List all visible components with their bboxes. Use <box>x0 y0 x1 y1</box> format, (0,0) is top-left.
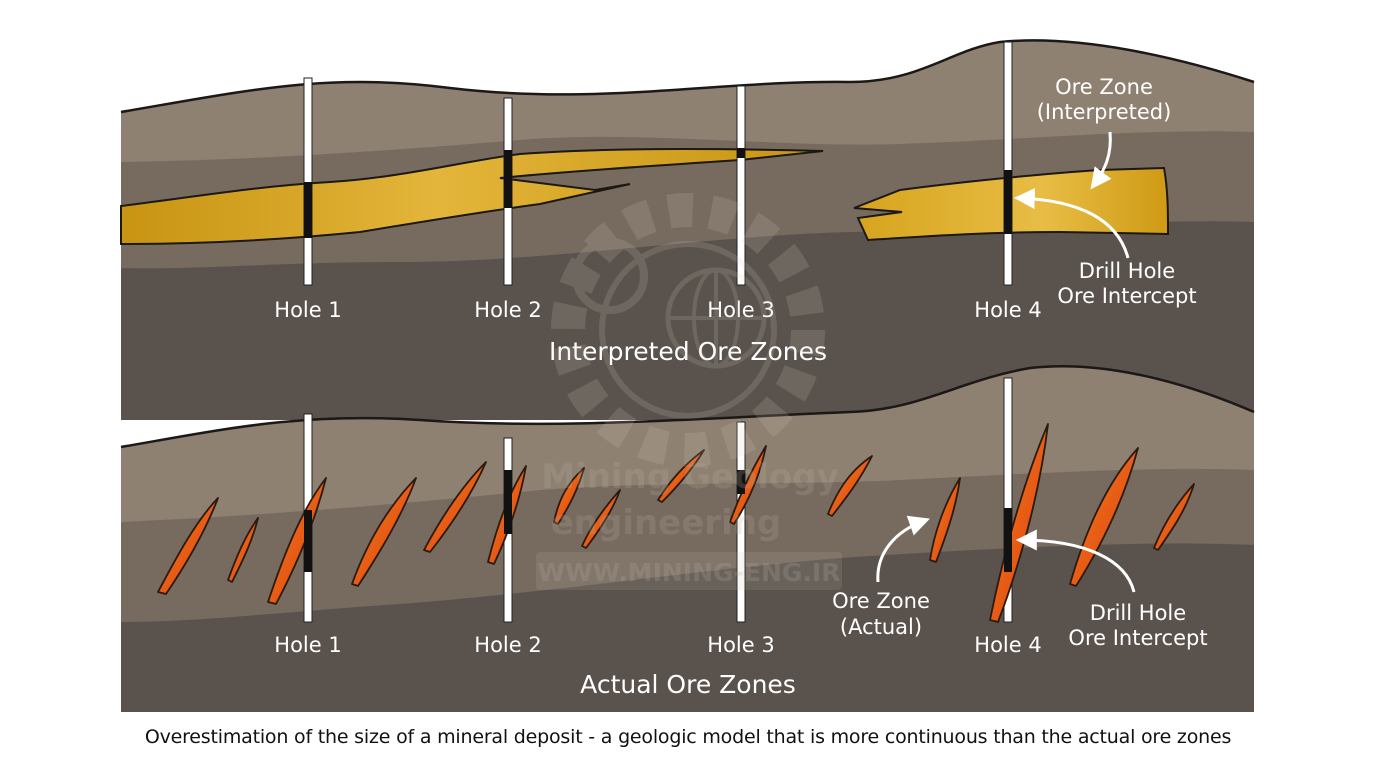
ore-intercepts-interpreted <box>304 148 1012 238</box>
drill-hole-4 <box>1003 41 1013 286</box>
arrow-intercept-actual <box>1015 529 1136 593</box>
callout-ore-zone-actual-line1: Ore Zone <box>832 589 930 613</box>
ore-lens-14 <box>1069 447 1139 587</box>
actual-ore-lenses <box>157 423 1195 623</box>
surface-rock-layer-actual <box>121 366 1254 522</box>
ore-lens-4 <box>351 477 417 587</box>
callout-ore-zone-actual-line2: (Actual) <box>840 615 922 639</box>
intercept-hole-3-actual <box>737 470 745 494</box>
callout-ore-zone-line2: (Interpreted) <box>1037 100 1172 124</box>
ore-lens-12 <box>929 477 961 563</box>
hole-label-4-actual: Hole 4 <box>974 633 1041 657</box>
hole-label-3: Hole 3 <box>707 298 774 322</box>
drill-hole-3 <box>736 85 746 286</box>
surface-rock-layer <box>121 40 1254 162</box>
arrow-ore-zone-actual <box>876 515 930 583</box>
hole-label-2: Hole 2 <box>474 298 541 322</box>
ore-lens-1 <box>157 497 219 595</box>
panel-title-actual: Actual Ore Zones <box>580 670 796 699</box>
hole-label-2-actual: Hole 2 <box>474 633 541 657</box>
watermark: Mining Geology engineering WWW.MINING-EN… <box>536 193 842 590</box>
arrow-ore-zone-interpreted <box>1090 131 1112 190</box>
watermark-url-box <box>536 552 842 590</box>
ore-lens-3 <box>267 477 327 605</box>
callout-intercept-line1: Drill Hole <box>1079 259 1175 283</box>
callout-ore-zone-line1: Ore Zone <box>1055 75 1153 99</box>
intercept-hole-2-actual <box>504 470 512 534</box>
hole-label-4: Hole 4 <box>974 298 1041 322</box>
hole-label-3-actual: Hole 3 <box>707 633 774 657</box>
intercept-hole-2 <box>504 150 512 208</box>
ore-lens-15 <box>1153 483 1195 551</box>
intercept-hole-4 <box>1004 170 1012 234</box>
arrow-intercept-interpreted <box>1013 188 1130 259</box>
ore-lens-9 <box>657 449 705 503</box>
callout-intercept-actual-line1: Drill Hole <box>1090 601 1186 625</box>
ore-lens-8 <box>581 489 621 549</box>
intercept-hole-1 <box>304 182 312 238</box>
intercept-hole-3 <box>737 148 745 158</box>
callout-intercept-line2: Ore Intercept <box>1057 284 1196 308</box>
hole-label-1-actual: Hole 1 <box>274 633 341 657</box>
figure-caption: Overestimation of the size of a mineral … <box>144 726 1232 748</box>
actual-panel: Hole 1 Hole 2 Hole 3 Hole 4 Actual Ore Z… <box>120 365 1255 712</box>
drill-hole-4-actual <box>1003 377 1013 623</box>
ore-lens-13 <box>989 423 1049 623</box>
intercept-hole-4-actual <box>1004 508 1012 572</box>
ore-lens-11 <box>827 455 873 517</box>
ore-lens-10 <box>729 445 767 525</box>
drill-hole-1 <box>303 77 313 286</box>
ore-lens-5 <box>423 461 487 553</box>
callout-intercept-actual-line2: Ore Intercept <box>1068 626 1207 650</box>
hole-label-1: Hole 1 <box>274 298 341 322</box>
ore-lens-2 <box>227 517 259 583</box>
intercept-hole-1-actual <box>304 510 312 572</box>
watermark-url: WWW.MINING-ENG.IR <box>538 558 841 587</box>
panel-title-interpreted: Interpreted Ore Zones <box>549 337 827 366</box>
ore-intercepts-actual <box>304 470 1012 572</box>
interpreted-panel: Hole 1 Hole 2 Hole 3 Hole 4 Interpreted … <box>120 39 1255 420</box>
ore-lens-7 <box>553 467 585 525</box>
drill-hole-3-actual <box>736 421 746 623</box>
watermark-line2: engineering <box>551 503 782 543</box>
gear-logo-icon <box>551 193 825 467</box>
watermark-line1: Mining Geology <box>541 457 839 497</box>
